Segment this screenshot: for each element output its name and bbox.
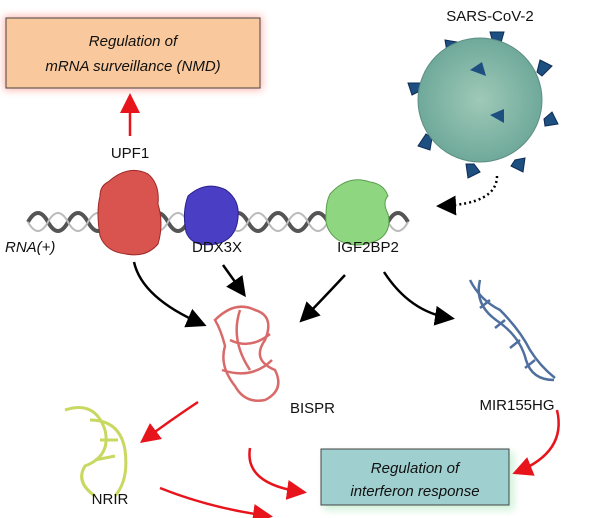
igf2bp2-label: IGF2BP2: [337, 239, 399, 256]
interferon-line1: Regulation of: [371, 460, 461, 477]
upf1-to-bispr-arrow: [132, 261, 207, 328]
bispr-rna-icon: [213, 305, 280, 402]
nrir-label: NRIR: [92, 491, 129, 508]
bispr-to-nrir-arrow: [139, 400, 199, 443]
ddx3x-to-bispr-arrow: [221, 264, 246, 298]
igf2bp2-to-mir155hg-arrow: [382, 271, 455, 326]
igf2bp2-protein-icon: [325, 179, 390, 246]
virus-to-rna-arrow: [436, 175, 499, 216]
interferon-line2: interferon response: [350, 483, 479, 500]
mir155hg-label: MIR155HG: [479, 397, 554, 414]
igf2bp2-to-bispr-arrow: [299, 274, 346, 323]
mir155hg-rna-icon: [468, 279, 556, 382]
nrir-to-interferon-arrow: [159, 486, 273, 518]
mir155hg-to-interferon-arrow: [512, 409, 560, 476]
nmd-line1: Regulation of: [89, 33, 179, 50]
nmd-regulation-box: Regulation of mRNA surveillance (NMD): [4, 16, 262, 90]
rna-label: RNA(+): [5, 239, 55, 256]
sars-cov-2-virus-icon: [407, 31, 559, 179]
upf1-label: UPF1: [111, 145, 149, 162]
virus-label: SARS-CoV-2: [446, 8, 534, 25]
bispr-to-interferon-arrow: [248, 447, 307, 500]
bispr-label: BISPR: [290, 400, 335, 417]
ddx3x-protein-icon: [183, 185, 239, 246]
interferon-regulation-box: Regulation of interferon response: [320, 448, 514, 510]
ddx3x-label: DDX3X: [192, 239, 242, 256]
nrir-rna-icon: [64, 406, 128, 498]
nmd-line2: mRNA surveillance (NMD): [45, 58, 220, 75]
upf1-protein-icon: [97, 169, 162, 256]
